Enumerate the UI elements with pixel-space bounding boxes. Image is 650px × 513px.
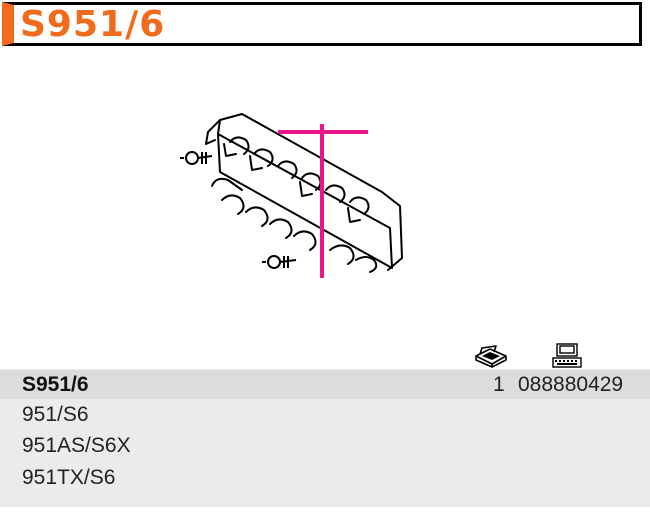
rack-front xyxy=(217,133,393,269)
page-title: S951/6 xyxy=(20,4,166,45)
package-icon xyxy=(475,345,507,368)
product-table: S951/6 1 088880429 951/S6 951AS/S6X 951T… xyxy=(0,369,650,507)
product-illustration xyxy=(180,113,403,278)
barcode-terminal-icon xyxy=(552,343,582,368)
screw-body xyxy=(262,256,297,268)
rack-clip xyxy=(299,181,313,197)
rack-lower-slot xyxy=(269,218,293,239)
rack-slot xyxy=(277,160,298,179)
table-row: S951/6 1 088880429 xyxy=(0,370,650,399)
table-row: 951TX/S6 xyxy=(0,463,650,492)
rack-slot xyxy=(325,184,346,203)
table-row: 951/S6 xyxy=(0,400,650,429)
rack-slot xyxy=(349,196,370,215)
screw-head xyxy=(185,151,199,165)
rack-lower-slot xyxy=(293,230,317,251)
title-bar: S951/6 xyxy=(2,2,642,46)
rack-lower-slot xyxy=(355,256,378,273)
compatible-model: 951/S6 xyxy=(22,403,89,426)
rack-clip xyxy=(223,143,237,157)
compatible-model: 951TX/S6 xyxy=(22,466,116,489)
article-number: 088880429 xyxy=(518,373,624,396)
rack-lower-slot xyxy=(245,206,269,227)
rack-clip xyxy=(347,207,361,223)
rack-slot xyxy=(229,136,250,155)
screw-body xyxy=(180,152,213,164)
quantity-value: 1 xyxy=(493,373,505,396)
rack-slot xyxy=(253,148,274,167)
table-row: 951AS/S6X xyxy=(0,431,650,460)
rack-clip xyxy=(249,155,263,171)
rack-lower-slot xyxy=(221,194,245,215)
product-code: S951/6 xyxy=(22,373,89,396)
rack-lower-slot xyxy=(211,177,243,191)
compatible-model: 951AS/S6X xyxy=(22,434,131,457)
rack-lower-slot xyxy=(329,244,355,265)
rack-slot xyxy=(301,172,322,191)
rack-left-end xyxy=(205,119,221,145)
screw-head xyxy=(267,255,281,269)
